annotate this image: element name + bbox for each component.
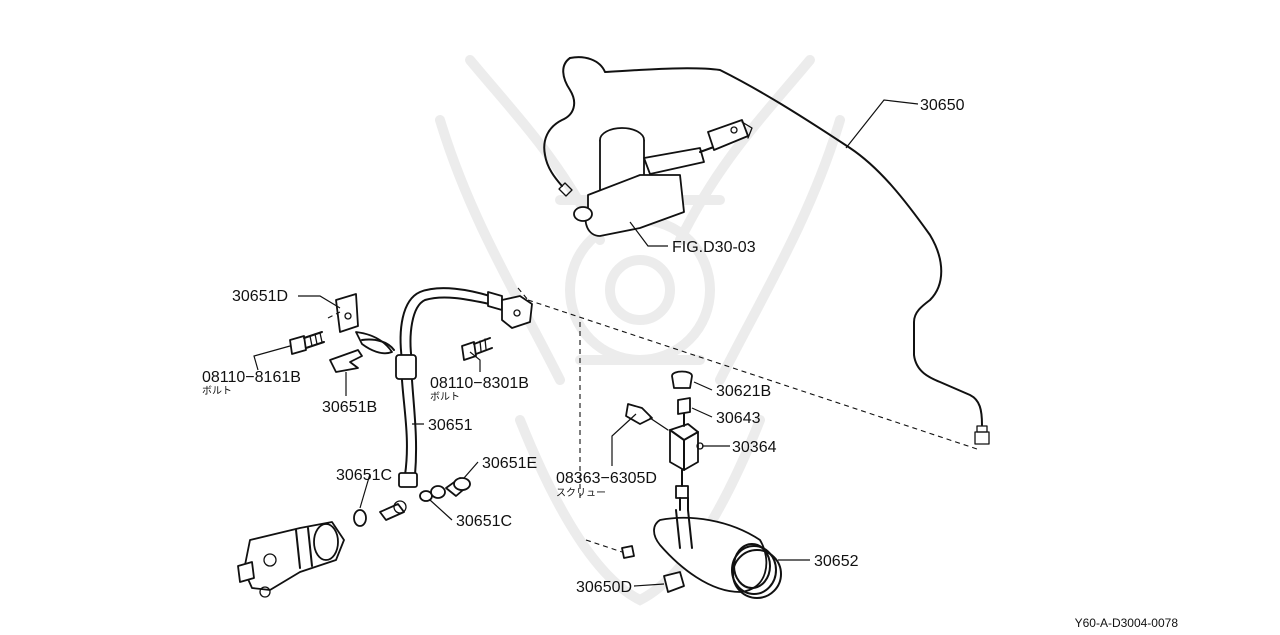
leader-lines — [253, 99, 919, 587]
reference-code: Y60-A-D3004-0078 — [1075, 616, 1179, 630]
label-08110-8301B-note: ボルト — [430, 391, 460, 403]
label-30643: 30643 — [716, 410, 761, 427]
clutch-pipe-outline — [543, 56, 990, 445]
label-30364: 30364 — [732, 439, 777, 456]
label-08110-8161B-note: ボルト — [202, 385, 232, 397]
release-bearing-assembly — [621, 497, 782, 599]
label-fig-d30-03: FIG.D30-03 — [672, 239, 756, 256]
label-30651B: 30651B — [322, 399, 377, 416]
label-08110-8161B: 08110−8161B — [202, 369, 301, 386]
label-08110-8301B: 08110−8301B — [430, 375, 529, 392]
label-30651: 30651 — [428, 417, 473, 434]
clutch-hose — [395, 287, 533, 488]
label-30652: 30652 — [814, 553, 859, 570]
label-30650D: 30650D — [576, 579, 632, 596]
watermark-crest — [435, 55, 845, 606]
label-30650: 30650 — [920, 97, 965, 114]
clutch-master-cylinder — [573, 119, 753, 237]
bolt-08110-8301B — [461, 337, 493, 361]
routing-dashed-lines — [327, 287, 981, 553]
clutch-slave-cylinder — [237, 500, 407, 598]
label-08363-6305D-note: スクリュー — [556, 487, 606, 499]
banjo-bolt-30651E — [419, 477, 471, 502]
hose-bracket — [329, 293, 395, 373]
label-08363-6305D: 08363−6305D — [556, 470, 657, 487]
label-30621B: 30621B — [716, 383, 771, 400]
label-30651D: 30651D — [232, 288, 288, 305]
bolt-08110-8161B — [289, 331, 325, 355]
valve-assembly — [625, 370, 704, 499]
label-30651E: 30651E — [482, 455, 537, 472]
label-30651C-right: 30651C — [456, 513, 512, 530]
part-labels: 30650 FIG.D30-03 30651D 08110−8161B ボルト … — [202, 97, 1178, 630]
label-30651C-left: 30651C — [336, 467, 392, 484]
